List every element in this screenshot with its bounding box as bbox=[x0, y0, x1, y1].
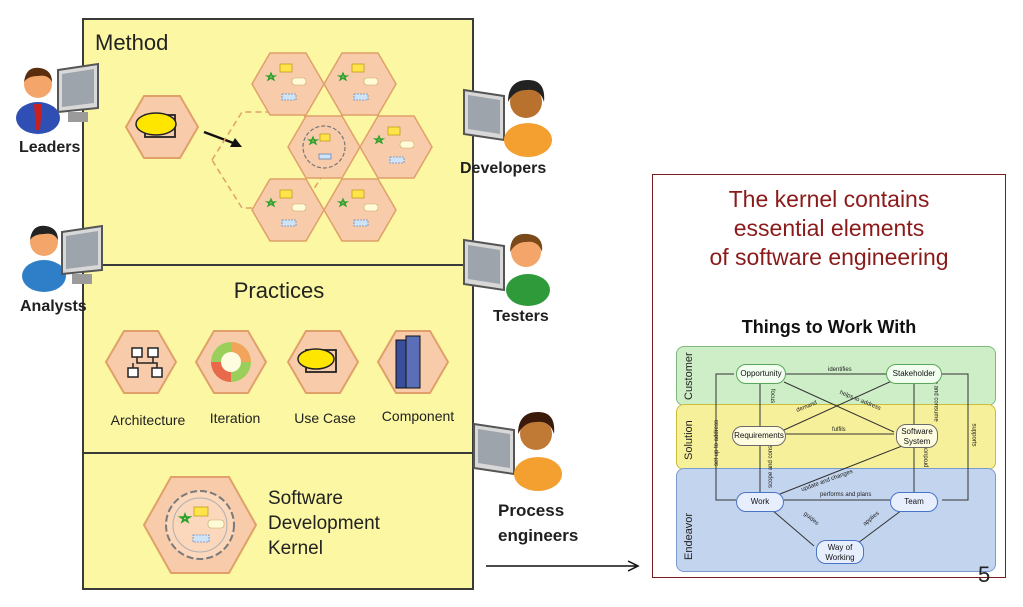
kernel-gear-hexagon-icon bbox=[287, 115, 361, 179]
alpha-stakeholder: Stakeholder bbox=[886, 364, 942, 384]
practice-hexagon-icon bbox=[359, 115, 433, 179]
practice-hexagon-icon bbox=[323, 52, 397, 116]
alpha-opportunity: Opportunity bbox=[736, 364, 786, 384]
leader-person-icon bbox=[16, 62, 99, 134]
practice-architecture-label: Architecture bbox=[110, 412, 186, 428]
alpha-team: Team bbox=[890, 492, 938, 512]
role-process-engineers-line2: engineers bbox=[498, 526, 579, 545]
alpha-work: Work bbox=[736, 492, 784, 512]
role-analysts-label: Analysts bbox=[20, 298, 87, 315]
relation-supports: supports bbox=[970, 423, 977, 447]
role-testers-label: Testers bbox=[493, 308, 549, 325]
usecase-hexagon-icon bbox=[124, 95, 200, 159]
pointer-arrow-icon bbox=[486, 560, 640, 572]
relation-set-up-to-address: set up to address bbox=[714, 419, 721, 467]
alpha-software-system: Software System bbox=[896, 424, 938, 448]
analyst-person-icon bbox=[22, 224, 103, 292]
use-case-icon bbox=[286, 330, 360, 394]
practice-hexagon-icon bbox=[251, 52, 325, 116]
alpha-way-of-working-line1: Way of bbox=[827, 543, 853, 552]
role-process-engineers-line1: Process bbox=[498, 501, 565, 520]
relation-fulfils: fulfils bbox=[832, 427, 846, 433]
arrow-icon bbox=[203, 130, 237, 146]
kernel-label-line3: Kernel bbox=[268, 538, 323, 559]
kernel-label-line2: Development bbox=[268, 513, 380, 534]
alpha-software-system-line1: Software bbox=[901, 427, 933, 436]
tester-person-icon bbox=[463, 233, 550, 306]
kernel-label-line1: Software bbox=[268, 488, 343, 509]
alpha-requirements: Requirements bbox=[732, 426, 786, 446]
alpha-way-of-working: Way of Working bbox=[816, 540, 864, 564]
role-leaders-label: Leaders bbox=[19, 139, 81, 156]
practice-use-case-label: Use Case bbox=[294, 410, 356, 426]
practice-hexagon-icon bbox=[323, 178, 397, 242]
relation-focus: focus bbox=[769, 388, 776, 404]
role-developers-label: Developers bbox=[460, 160, 547, 177]
practices-label: Practices bbox=[233, 278, 325, 303]
developer-person-icon bbox=[463, 80, 552, 157]
method-label: Method bbox=[95, 30, 169, 55]
relations-lines bbox=[715, 373, 969, 547]
alpha-way-of-working-line2: Working bbox=[825, 553, 855, 562]
kernel-panel-title: The kernel contains essential elements o… bbox=[709, 186, 949, 270]
kernel-label: Software Development Kernel bbox=[268, 486, 380, 561]
practice-iteration-label: Iteration bbox=[209, 410, 261, 426]
page-number: 5 bbox=[978, 562, 991, 587]
component-icon bbox=[376, 330, 450, 394]
kernel-icon bbox=[142, 476, 258, 574]
architecture-icon bbox=[104, 330, 178, 394]
practice-hexagon-icon bbox=[251, 178, 325, 242]
process-engineer-person-icon bbox=[473, 412, 562, 491]
practice-component-label: Component bbox=[381, 408, 455, 424]
practice-icons bbox=[104, 330, 450, 394]
kernel-panel-subtitle: Things to Work With bbox=[741, 317, 917, 337]
method-practices-divider bbox=[82, 264, 474, 266]
method-diagram bbox=[124, 52, 433, 242]
practices-kernel-divider bbox=[82, 452, 474, 454]
alpha-software-system-line2: System bbox=[903, 437, 931, 446]
iteration-icon bbox=[194, 330, 268, 394]
solution-band bbox=[676, 404, 996, 470]
relation-performs-and-plans: performs and plans bbox=[820, 492, 872, 498]
relation-identifies: identifies bbox=[828, 367, 852, 373]
